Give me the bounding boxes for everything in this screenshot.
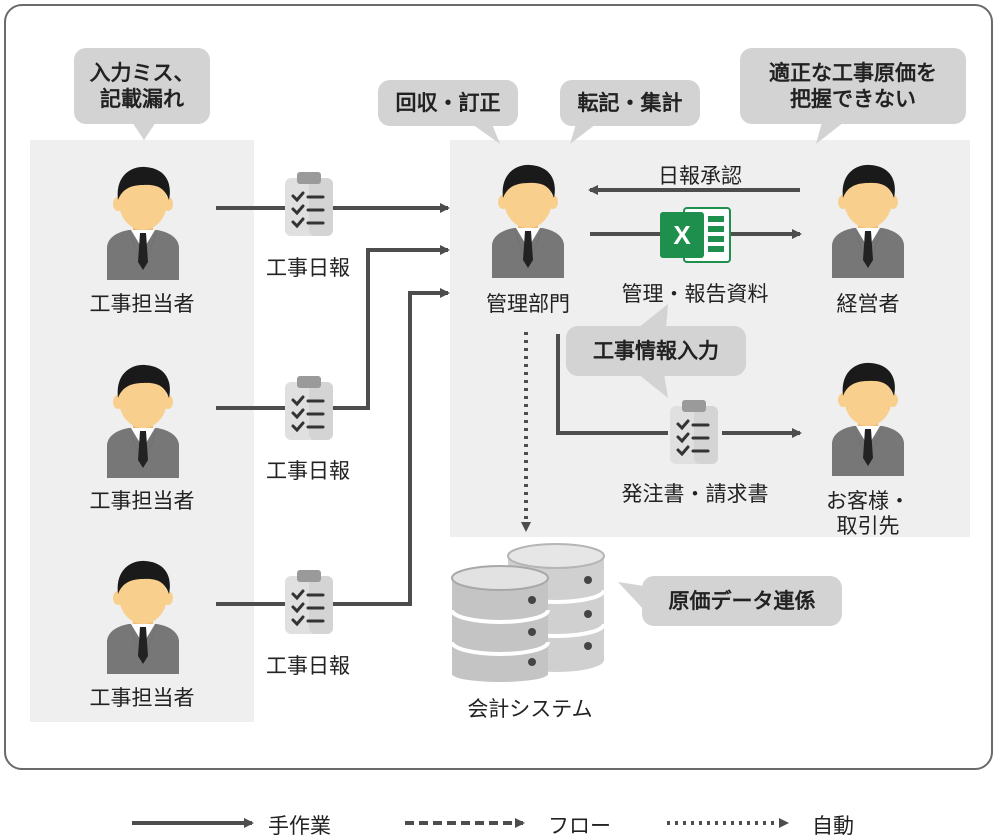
bubble-input-error-line1: 入力ミス、 xyxy=(89,60,195,85)
bubble-cannot-grasp-line1: 適正な工事原価を xyxy=(769,60,937,85)
worker-3-label: 工事担当者 xyxy=(89,686,195,710)
approval-arrow-label: 日報承認 xyxy=(658,164,742,188)
bubble-input-error-line2: 記載漏れ xyxy=(100,87,184,111)
worker-1-label: 工事担当者 xyxy=(89,292,195,316)
executive-label: 経営者 xyxy=(836,292,900,316)
bubble-collect-correct: 回収・訂正 xyxy=(378,80,518,144)
bubble-cannot-grasp: 適正な工事原価を 把握できない xyxy=(740,48,966,144)
bubble-cost-data-link-text: 原価データ連係 xyxy=(668,588,816,613)
customer-label-line1: お客様・ xyxy=(826,489,910,513)
arrow-worker3-to-management xyxy=(216,288,450,606)
report-1-clipboard-icon xyxy=(283,172,335,242)
report-2-clipboard-icon xyxy=(283,376,335,446)
bubble-cannot-grasp-line2: 把握できない xyxy=(790,87,916,111)
bubble-cost-data-link: 原価データ連係 xyxy=(618,576,842,626)
svg-text:X: X xyxy=(673,220,691,250)
worker-2-avatar-icon xyxy=(103,360,183,478)
order-doc-label: 発注書・請求書 xyxy=(621,482,769,506)
legend-auto-label: 自動 xyxy=(812,814,854,838)
report-2-label: 工事日報 xyxy=(266,459,350,483)
report-3-clipboard-icon xyxy=(283,570,335,640)
legend-flow-label: フロー xyxy=(548,814,611,838)
accounting-label: 会計システム xyxy=(467,697,593,721)
management-avatar-icon xyxy=(488,160,568,278)
worker-2-label: 工事担当者 xyxy=(89,489,195,513)
bubble-construction-info-text: 工事情報入力 xyxy=(593,338,719,363)
report-3-label: 工事日報 xyxy=(266,654,350,678)
customer-label-line2: 取引先 xyxy=(836,514,900,538)
excel-doc-label: 管理・報告資料 xyxy=(621,282,769,306)
report-1-label: 工事日報 xyxy=(266,256,350,280)
bubble-transcribe-total: 転記・集計 xyxy=(560,80,700,144)
bubble-input-error: 入力ミス、 記載漏れ xyxy=(74,48,210,140)
legend-manual-label: 手作業 xyxy=(268,814,331,838)
bubble-collect-correct-text: 回収・訂正 xyxy=(395,90,501,115)
excel-icon: X xyxy=(660,207,731,263)
executive-avatar-icon xyxy=(828,160,908,278)
worker-3-avatar-icon xyxy=(103,556,183,674)
order-clipboard-icon xyxy=(668,400,720,470)
worker-1-avatar-icon xyxy=(103,162,183,280)
bubble-construction-info: 工事情報入力 xyxy=(566,304,746,398)
database-icon xyxy=(450,543,606,682)
arrow-management-to-orders xyxy=(556,334,668,435)
customer-avatar-icon xyxy=(828,358,908,476)
bubble-transcribe-total-text: 転記・集計 xyxy=(577,90,683,115)
management-label: 管理部門 xyxy=(486,292,570,316)
